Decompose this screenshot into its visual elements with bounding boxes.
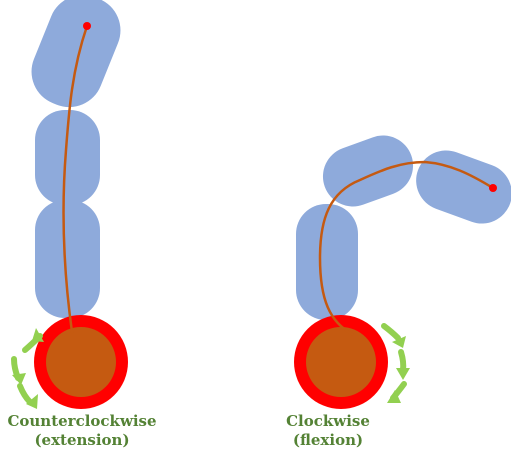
- pulley-core: [46, 327, 116, 397]
- curved-arrow-icon: [384, 326, 406, 348]
- caption-counterclockwise: Counterclockwise (extension): [0, 412, 164, 450]
- tendon-anchor-point: [83, 22, 91, 30]
- pulley-core: [306, 327, 376, 397]
- curved-arrow-icon: [396, 352, 410, 380]
- tendon-anchor-point: [489, 184, 497, 192]
- segment-middle: [315, 127, 422, 215]
- rotation-direction-label: Counterclockwise: [0, 412, 164, 431]
- curved-arrow-icon: [12, 359, 26, 385]
- motion-type-label: (extension): [0, 431, 164, 450]
- motion-type-label: (flexion): [262, 431, 394, 450]
- segment-distal: [21, 0, 130, 117]
- curved-arrow-icon: [387, 384, 404, 403]
- curved-arrow-icon: [20, 386, 38, 409]
- rotation-direction-label: Clockwise: [262, 412, 394, 431]
- caption-clockwise: Clockwise (flexion): [262, 412, 394, 450]
- left-finger-extended: [21, 0, 130, 409]
